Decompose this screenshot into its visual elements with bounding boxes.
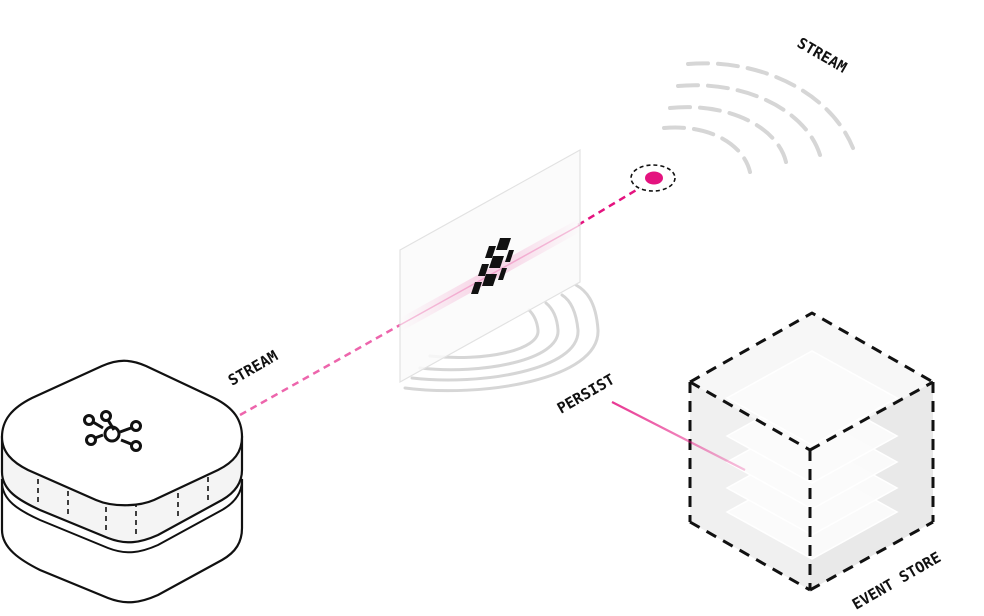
stream-endpoint-dot-icon: [630, 164, 676, 192]
stream-waves-top: [662, 61, 855, 174]
label-persist: PERSIST: [554, 370, 618, 417]
source-node: [0, 359, 244, 604]
event-store-layers: [725, 350, 899, 560]
hazelcast-logo-icon: [471, 238, 514, 294]
processor-ripples: [403, 283, 600, 393]
kafka-icon: [83, 410, 142, 452]
label-stream-left: STREAM: [225, 347, 281, 390]
persist-connector: [611, 401, 746, 471]
label-stream-top: STREAM: [794, 34, 850, 77]
event-store-cube: [688, 311, 935, 592]
